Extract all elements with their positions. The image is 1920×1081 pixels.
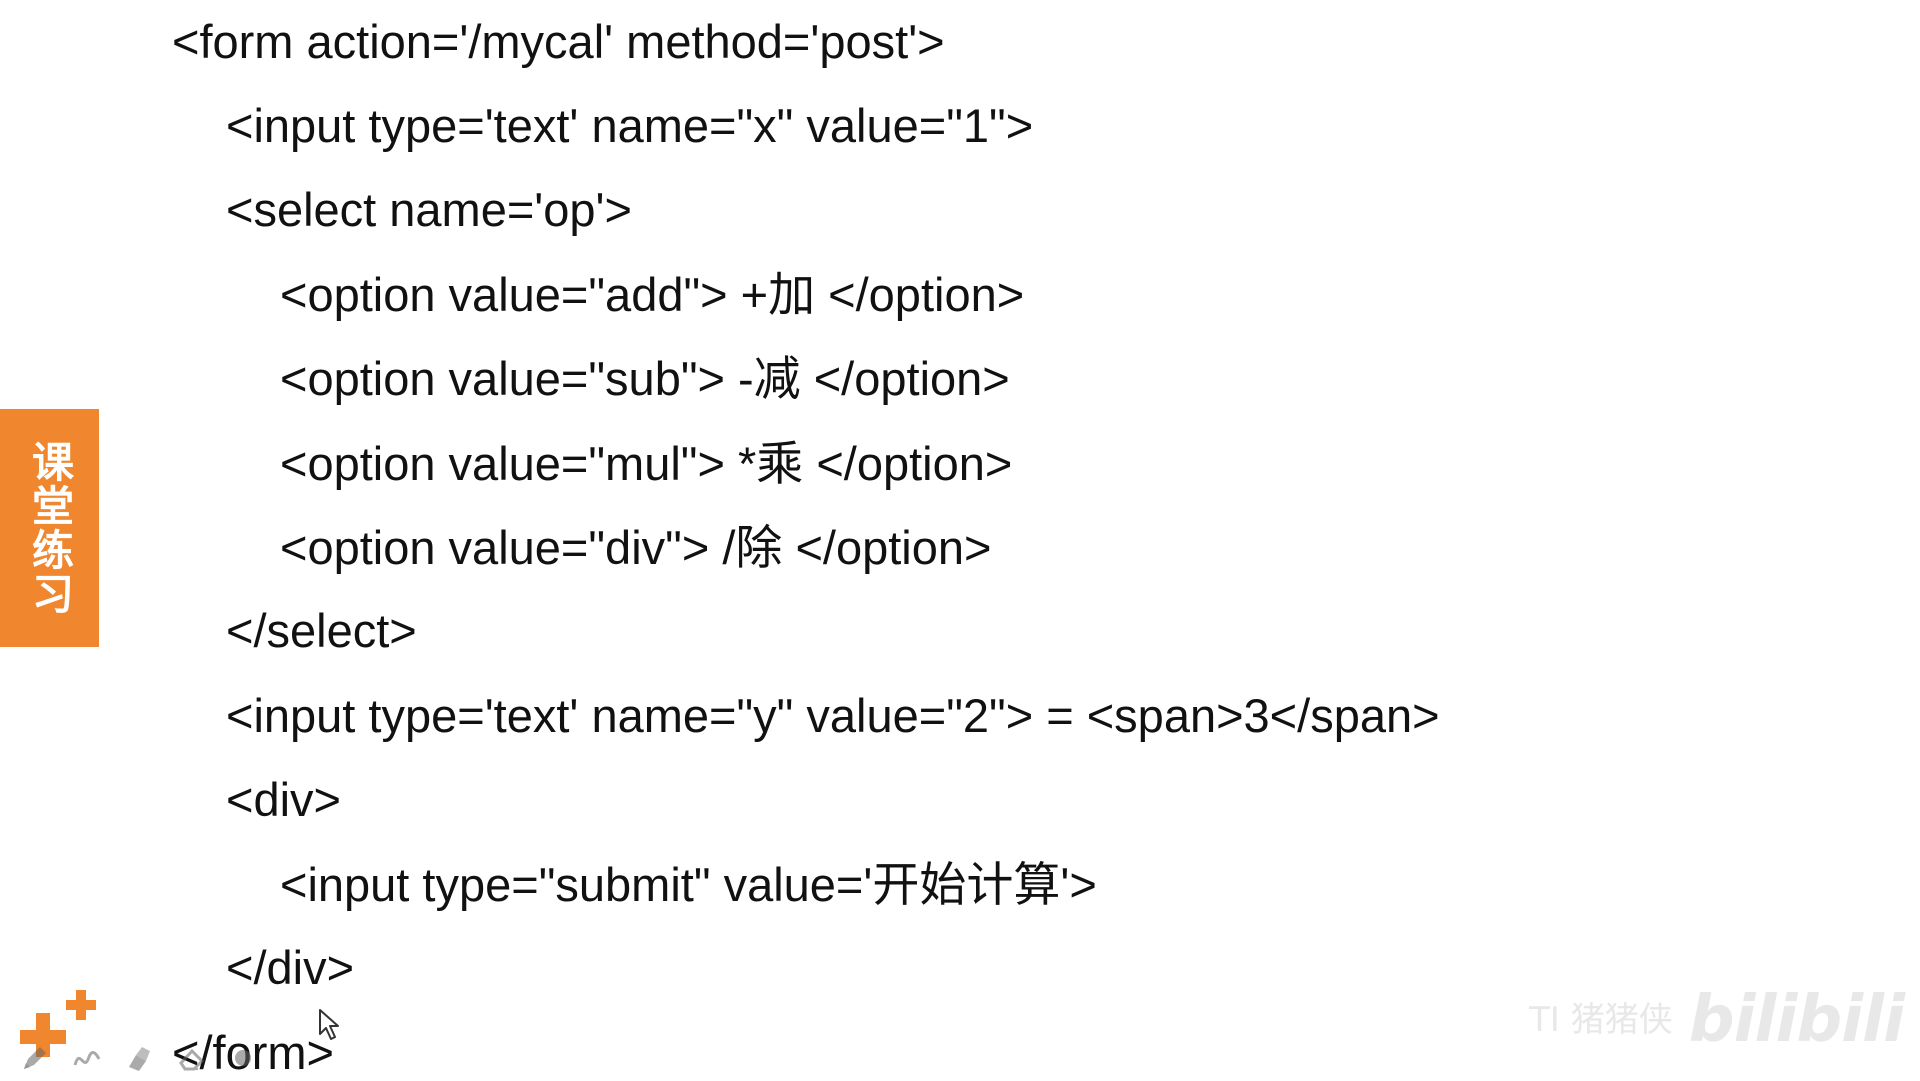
mouse-pointer-icon [319,1009,339,1040]
code-line-2: <input type='text' name="x" value="1"> [226,99,1034,152]
code-line-10: <div> [226,773,341,826]
code-line-11: <input type="submit" value='开始计算'> [280,858,1097,911]
code-line-12: </div> [226,941,355,994]
eraser-icon[interactable] [176,1043,206,1073]
code-line-4: <option value="add"> +加 </option> [280,268,1025,321]
code-block: <form action='/mycal' method='post'> <in… [172,15,1440,1079]
side-tab-label: 课堂练习 [25,440,75,616]
curve-icon[interactable] [72,1043,102,1073]
orange-plus-logo-icon [20,990,96,1057]
code-line-7: <option value="div"> /除 </option> [280,521,992,574]
side-tab: 课堂练习 [0,409,99,647]
code-line-13: </form> [172,1026,334,1079]
highlighter-icon[interactable] [124,1043,154,1073]
code-line-9: <input type='text' name="y" value="2"> =… [226,689,1440,742]
pen-icon[interactable] [20,1043,50,1073]
code-line-6: <option value="mul"> *乘 </option> [280,437,1013,490]
code-line-1: <form action='/mycal' method='post'> [172,15,945,68]
annotation-toolbar [20,1041,290,1075]
code-line-5: <option value="sub"> -减 </option> [280,352,1010,405]
watermark-brand: bilibili [1688,983,1905,1057]
code-line-3: <select name='op'> [226,183,632,236]
code-line-8: </select> [226,604,417,657]
dot-icon[interactable] [228,1043,258,1073]
